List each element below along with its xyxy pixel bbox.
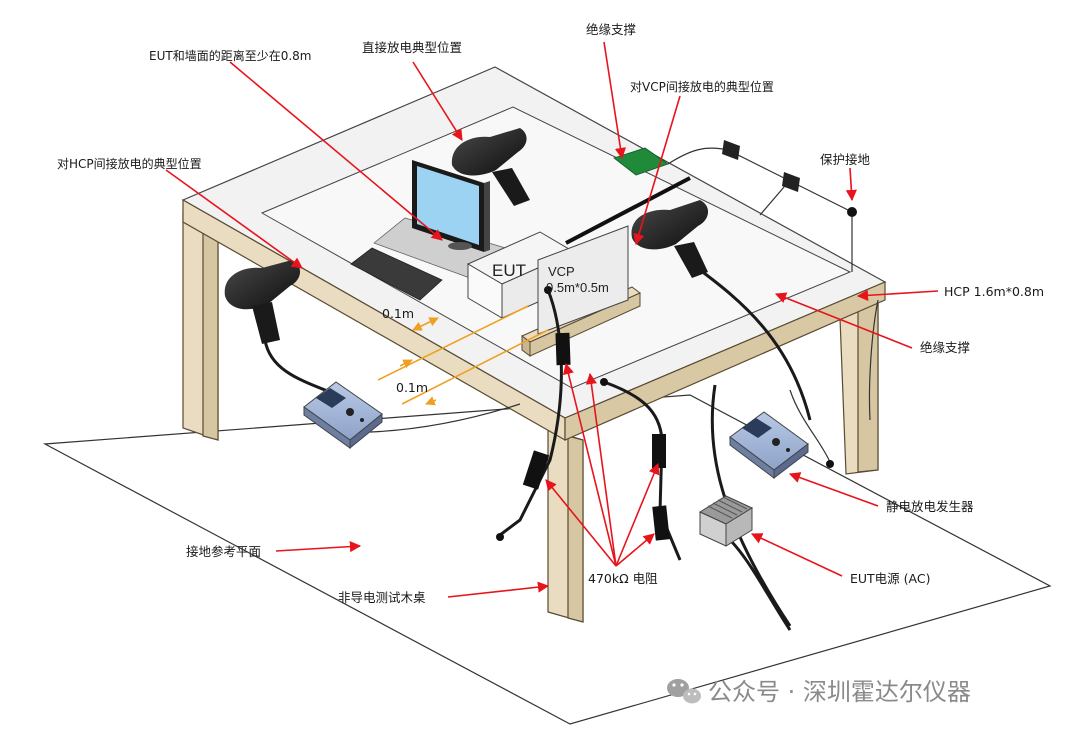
label-eut-wall-distance: EUT和墙面的距离至少在0.8m (149, 48, 311, 63)
esd-generator-right (729, 411, 809, 480)
label-protective-ground: 保护接地 (820, 152, 871, 167)
label-wood-table: 非导电测试木桌 (338, 590, 426, 605)
eut-power-supply (698, 495, 754, 547)
label-470k-resistor: 470kΩ 电阻 (588, 571, 658, 586)
label-eut-power: EUT电源 (AC) (850, 571, 930, 586)
label-insulating-support-right: 绝缘支撑 (920, 340, 971, 355)
cable-end-3 (544, 286, 552, 294)
label-esd-generator: 静电放电发生器 (886, 499, 974, 514)
label-distance-2: 0.1m (396, 380, 428, 395)
wechat-icon (667, 679, 701, 704)
label-eut: EUT (492, 261, 526, 280)
label-vcp-size: 0.5m*0.5m (546, 280, 609, 295)
label-hcp-indirect: 对HCP间接放电的典型位置 (57, 156, 202, 171)
watermark-text: 公众号 · 深圳霍达尔仪器 (708, 678, 971, 706)
keyboard (350, 247, 443, 301)
label-ground-reference-plane: 接地参考平面 (186, 544, 261, 559)
label-hcp-size: HCP 1.6m*0.8m (944, 284, 1044, 299)
label-direct-discharge: 直接放电典型位置 (362, 40, 462, 55)
esd-gun-hcp (224, 260, 301, 344)
distance-markers (377, 305, 549, 406)
callout-arrows (165, 41, 939, 598)
label-insulating-support-top: 绝缘支撑 (586, 22, 637, 37)
label-vcp-indirect: 对VCP间接放电的典型位置 (630, 79, 774, 94)
table-legs (182, 211, 879, 623)
table-apron-right (564, 281, 886, 441)
resistors (522, 332, 670, 541)
cable-end-1 (496, 533, 504, 541)
esd-gun-direct (451, 128, 530, 206)
protective-ground-wire (667, 140, 879, 421)
label-vcp-name: VCP (548, 264, 575, 279)
watermark: 公众号 · 深圳霍达尔仪器 (667, 678, 971, 706)
insulating-rod (565, 176, 691, 245)
ground-reference-plane (42, 394, 1052, 725)
esd-gun-vcp (631, 200, 709, 278)
label-distance-1: 0.1m (382, 306, 414, 321)
cable-end-4 (826, 460, 834, 468)
vcp-plate (537, 225, 629, 335)
cable-end-2 (600, 378, 608, 386)
esd-generator-left (303, 381, 383, 450)
ground-wires (369, 389, 831, 463)
